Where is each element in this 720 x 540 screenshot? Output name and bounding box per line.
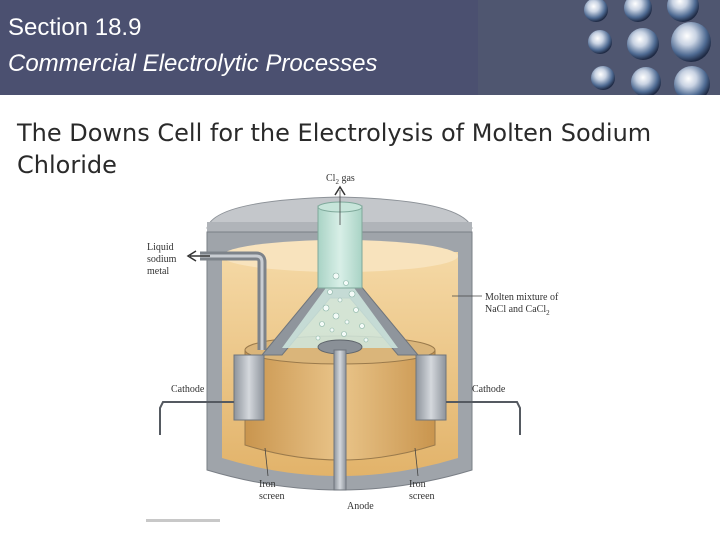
- iron-screen-left-pointer: [264, 447, 269, 477]
- iron-screen-right-label-2: screen: [409, 491, 435, 502]
- iron-screen-left-label-2: screen: [259, 491, 285, 502]
- header-title-block: Section 18.9 Commercial Electrolytic Pro…: [0, 0, 478, 95]
- slide-header: Section 18.9 Commercial Electrolytic Pro…: [0, 0, 720, 95]
- liquid-sodium-label-1: Liquid: [147, 242, 174, 253]
- cl2-gas-label: Cl2 gas: [326, 173, 355, 186]
- chlorine-bubbles: [315, 272, 369, 343]
- decorative-orbs-image: [478, 0, 720, 95]
- cathode-right-block: [415, 354, 447, 421]
- cathode-right-lead: [446, 401, 521, 435]
- chlorine-hood-inner: [282, 285, 398, 348]
- slide-heading: The Downs Cell for the Electrolysis of M…: [17, 119, 652, 179]
- molten-mixture-label-1: Molten mixture of: [485, 292, 559, 303]
- iron-screen-right-pointer: [414, 447, 419, 477]
- iron-screen-left-label-1: Iron: [259, 479, 276, 490]
- section-number: Section 18.9: [8, 14, 142, 41]
- copyright-mark: [146, 519, 220, 522]
- cathode-right-label: Cathode: [472, 384, 506, 395]
- section-title: Commercial Electrolytic Processes: [8, 50, 378, 77]
- cathode-left-block: [233, 354, 265, 421]
- liquid-sodium-label-2: sodium: [147, 254, 177, 265]
- iron-screen-right-label-1: Iron: [409, 479, 426, 490]
- liquid-sodium-label-3: metal: [147, 266, 169, 277]
- anode-label: Anode: [347, 501, 374, 512]
- cathode-left-label: Cathode: [171, 384, 205, 395]
- anode-rod: [333, 349, 347, 491]
- cathode-left-lead: [159, 401, 234, 435]
- molten-mixture-label-2: NaCl and CaCl2: [485, 304, 550, 317]
- orb-grid: [584, 0, 711, 95]
- cl2-arrow-head: [334, 185, 346, 196]
- sodium-arrow: [186, 250, 210, 262]
